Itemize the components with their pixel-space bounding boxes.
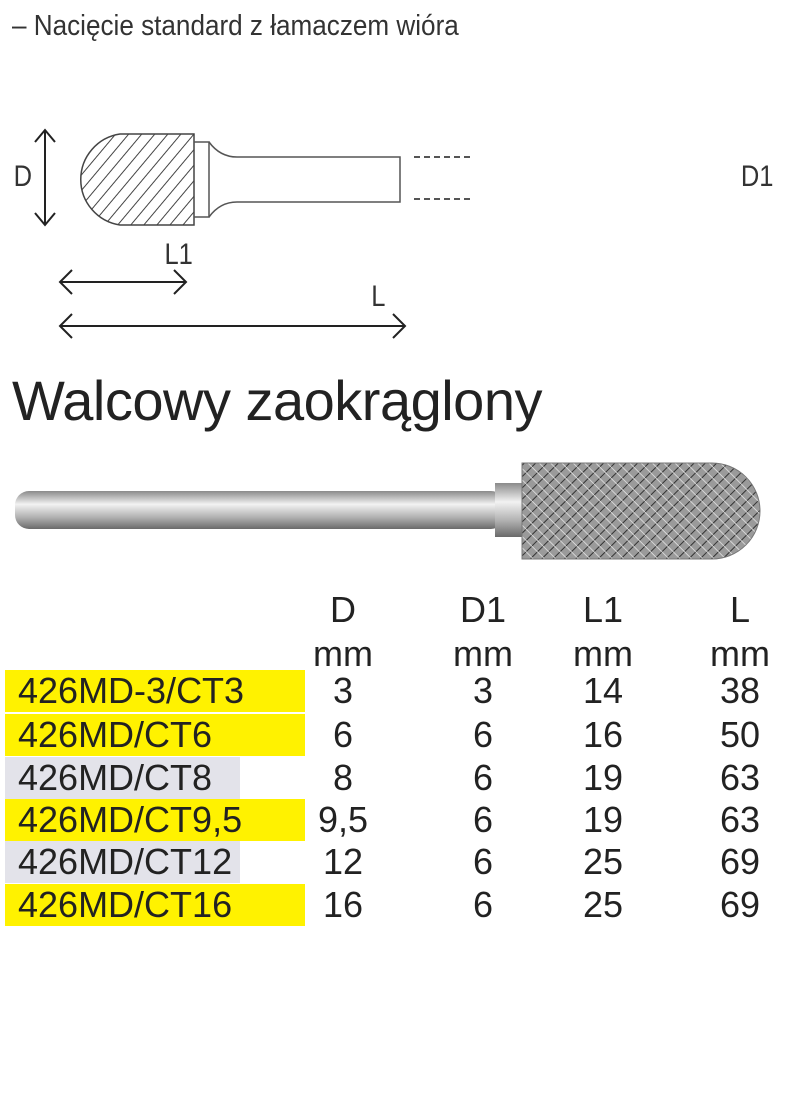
- product-code: 426MD/CT12: [18, 841, 233, 882]
- cell-d1: 6: [472, 757, 494, 798]
- cell-d: 16: [322, 884, 364, 925]
- label-l1: L1: [164, 238, 193, 271]
- burr-head-drawing: [80, 133, 195, 226]
- row-highlight: [5, 757, 240, 799]
- table-row: 426MD/CT12 12 6 25 69: [0, 841, 800, 883]
- d1-guides: [414, 156, 472, 200]
- label-l: L: [371, 280, 386, 313]
- dimension-arrows: [34, 128, 407, 339]
- cell-d: 6: [332, 714, 354, 755]
- cut-type-note: – Nacięcie standard z łamaczem wióra: [12, 10, 459, 42]
- cell-d: 9,5: [317, 799, 369, 840]
- table-row: 426MD-3/CT3 3 3 14 38: [0, 670, 800, 712]
- label-d: D: [13, 160, 33, 193]
- cell-l: 63: [719, 799, 761, 840]
- cell-d1: 3: [472, 670, 494, 711]
- row-highlight: [5, 670, 305, 712]
- product-title: Walcowy zaokrąglony: [12, 369, 542, 432]
- table-row: 426MD/CT8 8 6 19 63: [0, 757, 800, 799]
- table-row: 426MD/CT16 16 6 25 69: [0, 884, 800, 926]
- product-code: 426MD/CT16: [18, 884, 233, 925]
- dimension-diagram: [34, 128, 472, 339]
- shank-drawing: [194, 141, 401, 218]
- cell-l: 69: [719, 841, 761, 882]
- cell-d1: 6: [472, 841, 494, 882]
- cell-d1: 6: [472, 799, 494, 840]
- label-d1: D1: [740, 160, 774, 193]
- cell-l1: 25: [582, 841, 624, 882]
- cell-l1: 14: [582, 670, 624, 711]
- product-code: 426MD/CT6: [18, 714, 213, 755]
- table-row: 426MD/CT9,5 9,5 6 19 63: [0, 799, 800, 841]
- row-highlight: [5, 714, 305, 756]
- row-highlight: [5, 799, 305, 841]
- product-code: 426MD-3/CT3: [18, 670, 245, 711]
- cell-l: 63: [719, 757, 761, 798]
- cell-l1: 19: [582, 799, 624, 840]
- product-code: 426MD/CT9,5: [18, 799, 243, 840]
- neck: [495, 483, 525, 537]
- table-row: 426MD/CT6 6 6 16 50: [0, 714, 800, 756]
- cell-d: 12: [322, 841, 364, 882]
- cell-l: 69: [719, 884, 761, 925]
- row-highlight: [5, 841, 240, 883]
- cell-l: 50: [719, 714, 761, 755]
- cell-l1: 16: [582, 714, 624, 755]
- burr-head: [521, 462, 761, 560]
- row-highlight: [5, 884, 305, 926]
- shank: [15, 491, 505, 529]
- product-code: 426MD/CT8: [18, 757, 213, 798]
- cell-d: 3: [332, 670, 354, 711]
- cell-d1: 6: [472, 714, 494, 755]
- cell-l1: 19: [582, 757, 624, 798]
- cell-d1: 6: [472, 884, 494, 925]
- burr-photo: [15, 462, 761, 560]
- cell-d: 8: [332, 757, 354, 798]
- cell-l: 38: [719, 670, 761, 711]
- cell-l1: 25: [582, 884, 624, 925]
